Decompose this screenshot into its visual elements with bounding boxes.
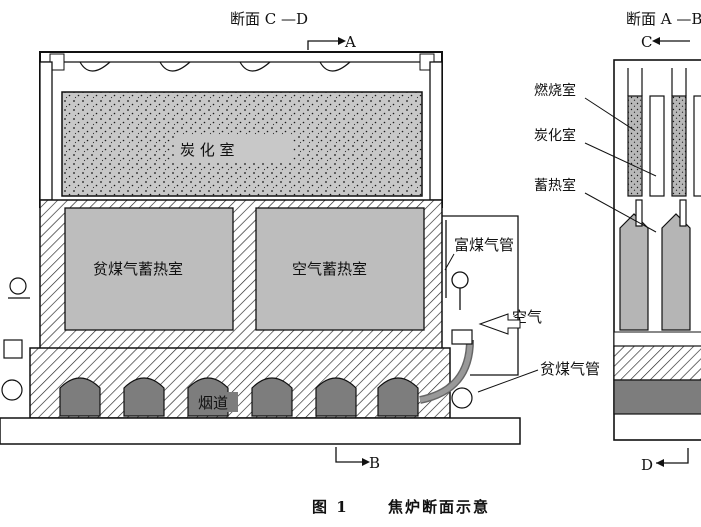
bottom-marker-label: B [369,454,380,472]
bottom-marker-d-label: D [641,456,653,474]
top-marker-label: A [344,33,356,51]
right-carbonization-label: 炭化室 [534,127,576,144]
carbonization-label-bg [174,136,292,162]
figure-caption: 图 1 焦炉断面示意 [312,498,490,516]
flue-arches [59,377,419,417]
left-valve-equipment [1,277,30,401]
chamber-columns [627,68,701,197]
right-section-title: 断面 A —B [626,10,701,28]
combustion-chamber-label: 燃烧室 [534,82,576,99]
lean-gas-regenerator [64,207,234,331]
flue-label-bg [196,392,238,412]
right-valve-equipment [451,329,473,409]
left-buckstay [39,61,53,201]
right-buckstay [429,61,443,201]
lean-gas-pipe [419,339,474,404]
top-cut-marker-c: C [641,33,690,51]
right-flue [613,379,701,415]
top-cut-marker-a: A [307,33,356,51]
lean-gas-pipe-label: 贫煤气管 [540,360,600,378]
right-regenerator-label: 蓄热室 [534,177,576,194]
left-section-view: 断面 C —D A B 炭 化 室 [0,10,600,472]
caption-number: 图 1 [312,498,349,516]
bottom-cut-marker-b: B [335,447,380,472]
air-regenerator [255,207,425,331]
right-foundation [613,345,701,381]
oven-roof [40,53,442,72]
base-slab [0,417,521,445]
carbonization-label: 炭 化 室 [180,141,235,159]
right-grate [613,331,701,347]
lean-gas-regenerator-label: 贫煤气蓄热室 [93,260,183,278]
right-section-view: 断面 A —B C 燃烧室 炭化室 [534,10,701,474]
air-regenerator-label: 空气蓄热室 [292,260,367,278]
rich-gas-pipe [442,215,519,376]
bottom-cut-marker-d: D [641,448,689,474]
caption-title: 焦炉断面示意 [387,498,490,516]
regenerator-columns [619,199,691,331]
air-inlet-arrow-icon [478,313,521,335]
rich-gas-pipe-label: 富煤气管 [454,236,514,254]
top-marker-c-label: C [641,33,652,51]
flue-label: 烟道 [198,394,228,412]
left-section-title: 断面 C —D [230,10,308,28]
